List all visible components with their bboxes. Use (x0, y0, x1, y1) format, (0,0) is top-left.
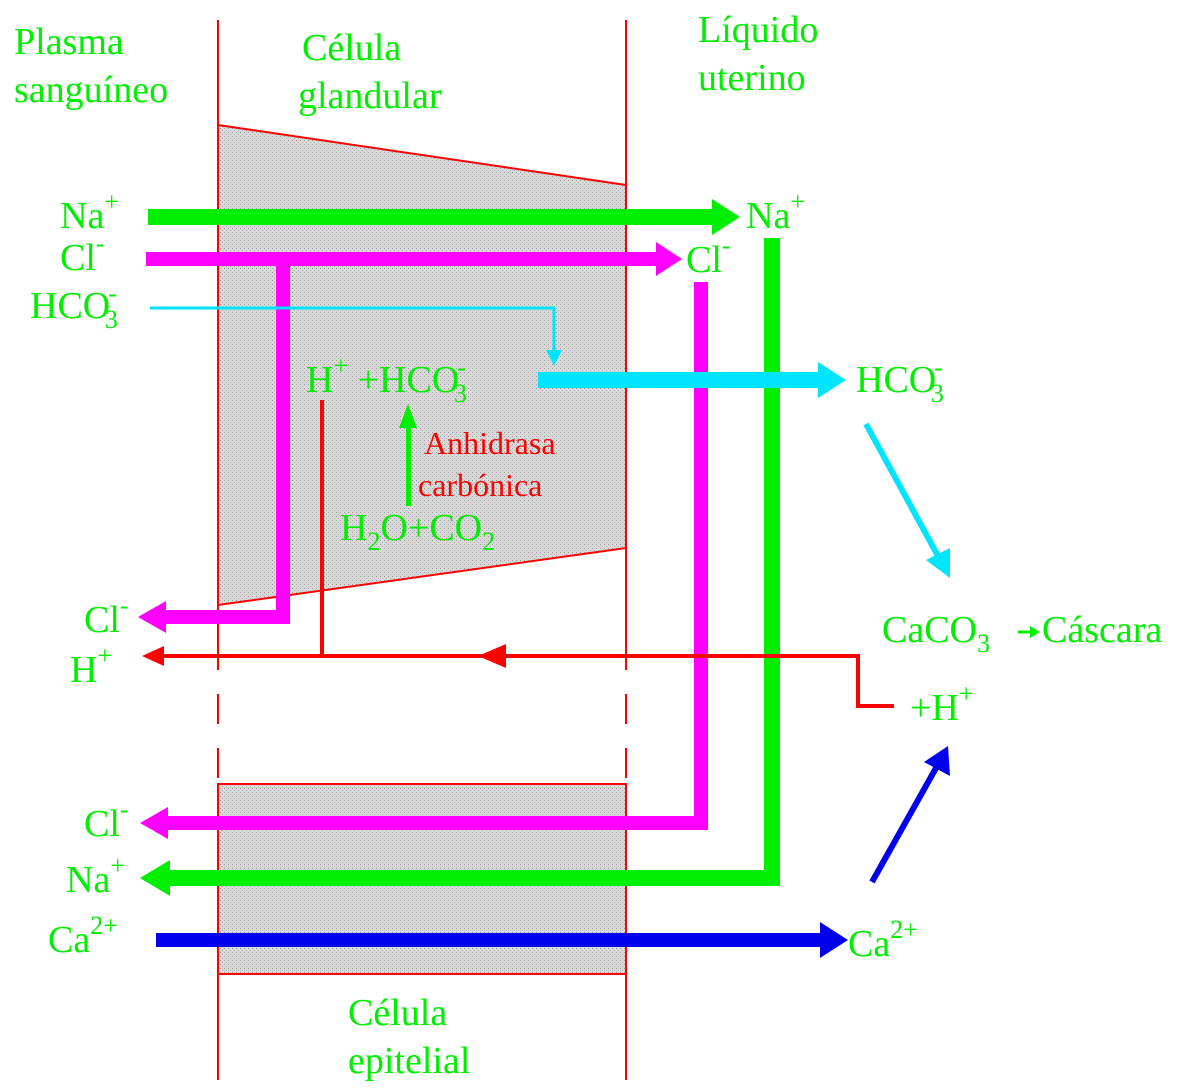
na-uterine-label: Na+ (746, 187, 805, 237)
ca-diagonal-shaft (869, 766, 939, 884)
cl-gland-vertical (276, 252, 290, 624)
epi-label-2: epitelial (348, 1040, 470, 1082)
na-top-arrow-shaft (148, 209, 718, 225)
gland-label-2: glandular (298, 75, 442, 117)
hco3-uterine-label: HCO-3 (856, 353, 944, 408)
plasma-label-2: sanguíneo (14, 69, 168, 111)
cl-top-arrow-head (656, 242, 682, 276)
cl-epi-out-label: Cl- (84, 795, 129, 845)
hco3-diagonal-head (926, 548, 950, 578)
na-return-arrow-head (140, 860, 170, 896)
na-return-vertical (764, 238, 780, 886)
hco3-out-arrow-head (818, 362, 846, 398)
hco3-input-line (150, 306, 556, 354)
ca-plasma-label: Ca2+ (48, 911, 118, 961)
reaction-arrow-head (399, 404, 417, 428)
hco3-input-arrow-head (546, 350, 562, 366)
cl-uterine-horizontal (166, 816, 708, 830)
gland-label-1: Célula (302, 27, 401, 69)
na-top-arrow-head (712, 199, 740, 235)
h2o-co2-label: H2O+CO2 (340, 507, 495, 556)
uterine-label-1: Líquido (698, 9, 818, 51)
uterine-label-2: uterino (698, 57, 806, 99)
cl-gland-out-label: Cl- (84, 591, 129, 641)
reaction-arrow-shaft (406, 424, 411, 506)
hco3-diagonal-shaft (863, 422, 941, 558)
cl-gland-arrow-head (138, 601, 166, 633)
ca-arrow-shaft (156, 933, 824, 947)
shell-label: Cáscara (1042, 609, 1162, 651)
plus-h-label: +H+ (910, 679, 974, 729)
enzyme-label-1: Anhidrasa (424, 425, 556, 461)
cl-uterine-arrow-head (140, 807, 168, 839)
na-plasma-label: Na+ (60, 187, 119, 237)
na-return-horizontal (168, 870, 780, 886)
cl-uterine-label: Cl- (686, 231, 731, 281)
hco3-out-arrow-shaft (538, 372, 822, 388)
cl-top-arrow-shaft (146, 252, 658, 266)
h-mid-arrow-head (478, 644, 506, 668)
ca-arrow-head (820, 922, 848, 958)
h-hco3-reaction-label: H+ +HCO-3 (306, 351, 467, 408)
cl-uterine-vertical (694, 282, 708, 830)
ca-diagonal-head (924, 746, 950, 776)
h-plasma-label: H+ (70, 641, 112, 691)
enzyme-label-2: carbónica (418, 467, 542, 503)
plasma-label-1: Plasma (14, 21, 124, 63)
cl-plasma-label: Cl- (60, 229, 105, 279)
h-left-arrow-head (142, 646, 164, 666)
na-epi-out-label: Na+ (66, 851, 125, 901)
hco3-plasma-label: HCO-3 (30, 279, 118, 334)
cl-gland-horizontal (164, 610, 290, 624)
caco3-label: CaCO3 (882, 609, 990, 658)
ca-uterine-label: Ca2+ (848, 915, 918, 965)
shell-arrow-head (1030, 626, 1040, 638)
h-return-path (156, 654, 894, 708)
epi-label-1: Célula (348, 992, 447, 1034)
